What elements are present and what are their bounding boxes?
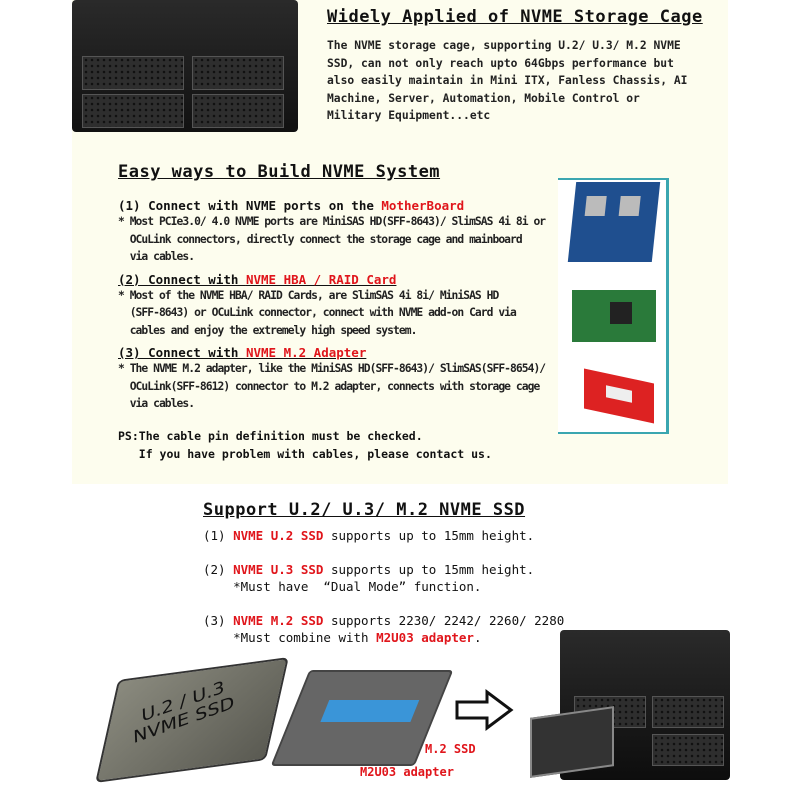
item-text: supports up to 15mm height.	[323, 528, 535, 543]
u2-ssd-image: U.2 / U.3 NVME SSD	[95, 657, 289, 783]
build-item: (1) Connect with NVME ports on the Mothe…	[118, 198, 546, 266]
support-title: Support U.2/ U.3/ M.2 NVME SSD	[203, 500, 526, 520]
item-line: OCuLink(SFF-8612) connector to M.2 adapt…	[118, 379, 541, 393]
item-line: OCuLink connectors, directly connect the…	[118, 232, 523, 246]
item-highlight: NVME U.3 SSD	[233, 562, 324, 577]
paragraph-line: Machine, Server, Automation, Mobile Cont…	[327, 91, 640, 105]
item-heading: (1) Connect with NVME ports on the	[118, 198, 382, 213]
item-line: (SFF-8643) or OCuLink connector, connect…	[118, 306, 517, 319]
drive-bay	[192, 56, 284, 90]
drive-tray-image	[530, 706, 614, 778]
heatsink	[610, 302, 632, 324]
support-item: (1) NVME U.2 SSD supports up to 15mm hei…	[203, 527, 564, 544]
note-end: .	[473, 630, 482, 645]
drive-bay	[82, 56, 184, 90]
storage-cage-with-tray-image	[560, 630, 730, 780]
hba-card-image	[572, 290, 656, 342]
item-line: * Most PCIe3.0/ 4.0 NVME ports are MiniS…	[118, 215, 546, 228]
top-title: Widely Applied of NVME Storage Cage	[327, 7, 703, 27]
ssd-label-group: U.2 / U.3 NVME SSD	[132, 675, 235, 747]
support-note: *Must combine with M2U03 adapter.	[203, 629, 564, 646]
ps-note: PS:The cable pin definition must be chec…	[118, 427, 545, 463]
build-item: (3) Connect with NVME M.2 Adapter * The …	[118, 345, 546, 413]
ps-line: PS:The cable pin definition must be chec…	[118, 428, 423, 443]
item-heading: (3) Connect with	[118, 345, 246, 360]
drive-bay	[192, 94, 284, 128]
cpu-socket	[584, 196, 607, 216]
item-highlight: NVME M.2 SSD	[233, 613, 324, 628]
support-list: (1) NVME U.2 SSD supports up to 15mm hei…	[203, 527, 564, 646]
item-highlight: MotherBoard	[381, 198, 465, 213]
support-item: (3) NVME M.2 SSD supports 2230/ 2242/ 22…	[203, 612, 564, 629]
m2-ssd-stick	[320, 700, 420, 722]
item-highlight: NVME HBA / RAID Card	[245, 271, 397, 287]
m2-adapter-image	[584, 368, 654, 424]
item-heading: (2) Connect with	[118, 271, 246, 287]
item-num: (3)	[203, 613, 234, 628]
item-num: (2)	[203, 562, 234, 577]
item-line: cables and enjoy the extremely high spee…	[118, 323, 418, 337]
adapter-label: M2U03 adapter	[360, 765, 454, 779]
m2-slot	[606, 385, 632, 403]
item-line: via cables.	[118, 250, 195, 263]
item-line: * Most of the NVME HBA/ RAID Cards, are …	[118, 288, 499, 302]
item-note: *Must combine with	[203, 630, 377, 645]
arrow-right-icon	[455, 689, 514, 731]
motherboard-image	[567, 182, 661, 262]
item-line: via cables.	[118, 397, 195, 410]
drive-bay	[82, 94, 184, 128]
ps-line: If you have problem with cables, please …	[118, 446, 492, 461]
drive-bay	[652, 734, 724, 766]
paragraph-line: also easily maintain in Mini ITX, Fanles…	[327, 74, 688, 87]
item-text: supports up to 15mm height.	[323, 562, 535, 577]
paragraph-line: Military Equipment...etc	[327, 109, 491, 122]
support-item: (2) NVME U.3 SSD supports up to 15mm hei…	[203, 561, 564, 578]
item-note: *Must have “Dual Mode” function.	[203, 579, 482, 594]
storage-cage-image	[72, 0, 298, 132]
cpu-socket	[618, 196, 641, 216]
item-num: (1)	[203, 528, 234, 543]
paragraph-line: The NVME storage cage, supporting U.2/ U…	[327, 39, 681, 52]
item-highlight: NVME U.2 SSD	[233, 528, 324, 543]
hardware-images	[558, 178, 669, 434]
item-highlight: NVME M.2 Adapter	[245, 345, 367, 360]
build-list: (1) Connect with NVME ports on the Mothe…	[118, 198, 546, 463]
build-title: Easy ways to Build NVME System	[118, 162, 441, 182]
top-paragraph: The NVME storage cage, supporting U.2/ U…	[327, 37, 687, 125]
build-item: (2) Connect with NVME HBA / RAID Card * …	[118, 272, 545, 340]
m2-ssd-label: M.2 SSD	[425, 742, 476, 756]
note-highlight: M2U03 adapter	[376, 630, 474, 645]
item-text: supports 2230/ 2242/ 2260/ 2280	[323, 613, 565, 628]
paragraph-line: SSD, can not only reach upto 64Gbps perf…	[327, 56, 674, 70]
drive-bay	[652, 696, 724, 728]
item-line: * The NVME M.2 adapter, like the MiniSAS…	[118, 362, 546, 375]
